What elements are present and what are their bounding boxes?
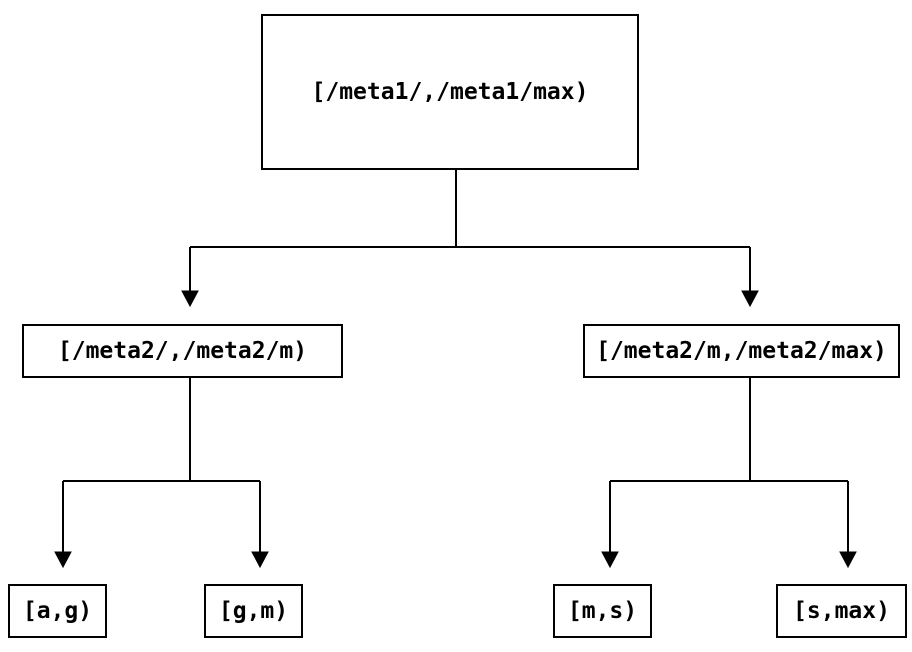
node-meta2-low-label: [/meta2/,/meta2/m) xyxy=(57,337,308,364)
node-leaf-smax-label: [s,max) xyxy=(793,597,890,624)
arrowhead-leaf-gm xyxy=(251,551,269,569)
node-meta2-low: [/meta2/,/meta2/m) xyxy=(22,324,343,378)
node-meta2-high: [/meta2/m,/meta2/max) xyxy=(583,324,900,378)
node-root: [/meta1/,/meta1/max) xyxy=(261,14,639,170)
node-leaf-gm: [g,m) xyxy=(204,584,303,638)
arrowhead-leaf-ag xyxy=(54,551,72,569)
arrowhead-leaf-ms xyxy=(601,551,619,569)
node-root-label: [/meta1/,/meta1/max) xyxy=(311,78,589,105)
node-leaf-ag-label: [a,g) xyxy=(22,597,93,624)
arrowhead-meta2-high xyxy=(741,290,759,308)
arrowhead-leaf-smax xyxy=(839,551,857,569)
node-leaf-ms: [m,s) xyxy=(553,584,652,638)
node-leaf-ms-label: [m,s) xyxy=(567,597,638,624)
node-leaf-ag: [a,g) xyxy=(8,584,107,638)
arrowhead-meta2-low xyxy=(181,290,199,308)
node-leaf-gm-label: [g,m) xyxy=(218,597,289,624)
node-leaf-smax: [s,max) xyxy=(776,584,907,638)
node-meta2-high-label: [/meta2/m,/meta2/max) xyxy=(596,337,887,364)
